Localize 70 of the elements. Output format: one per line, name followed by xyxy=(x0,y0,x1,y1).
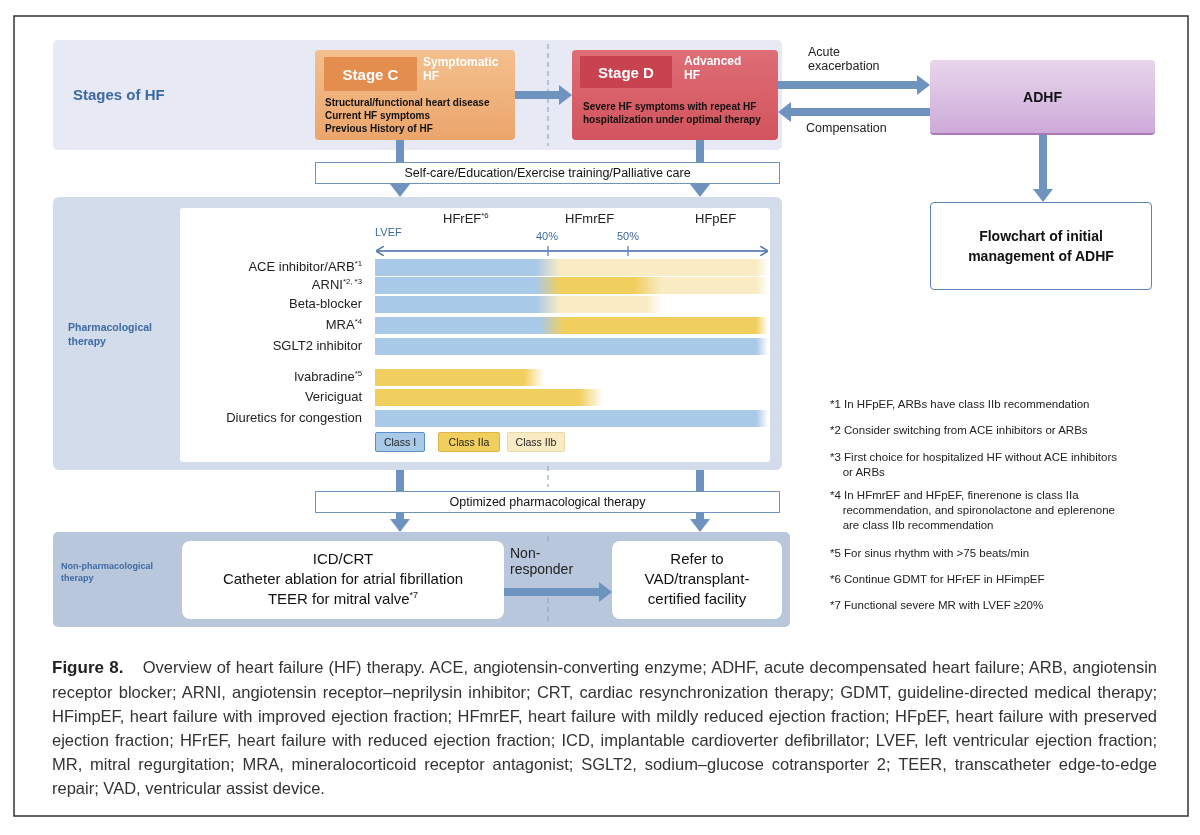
node-text: Refer to VAD/transplant-certified facility xyxy=(643,549,751,609)
drug-label: Diuretics for congestion xyxy=(226,410,362,425)
tick-label: 50% xyxy=(617,230,640,242)
band-heading: Pharmacological therapy xyxy=(68,321,154,349)
drug-label: MRA$^{*4}$ xyxy=(325,317,362,332)
arrow xyxy=(778,102,930,122)
arrow xyxy=(778,75,930,95)
stage-label: Stage C xyxy=(324,57,417,91)
footnote: *6 Continue GDMT for HFrEF in HFimpEF xyxy=(830,572,1046,587)
connector-line xyxy=(696,140,704,162)
edge-label: Compensation xyxy=(806,121,888,136)
therapy-band xyxy=(53,532,790,627)
node-text: Self-care/Education/Exercise training/Palliative care xyxy=(403,165,692,182)
drug-label: SGLT2 inhibitor xyxy=(272,338,362,353)
connector-line xyxy=(396,470,404,491)
stage-subtitle: Symptomatic HF xyxy=(423,55,500,84)
status-box xyxy=(930,60,1155,135)
figure-caption: Figure 8. Overview of heart failure (HF) therapy. ACE, angiotensin-converting enzyme; ADHF, acute decompensated heart failure; ARB, angiotensin receptor blocker; ARNI, angiotensin receptor–neprilysin inhibitor; CRT, cardiac resynchronization therapy; GDMT, guideline-directed medical therapy; HFimpEF, heart failure with improved ejection fraction; HFmrEF, heart failure with mildly reduced ejection fraction; HFpEF, heart failure with preserved ejection fraction; HFrEF, heart failure with reduced ejection fraction; ICD, implantable cardioverter defibrillator; LVEF, left ventricular ejection fraction; MR, mitral regurgitation; MRA, mineralocorticoid receptor antagonist; SGLT2, sodium–glucose cotransporter 2; TEER, transcatheter edge-to-edge repair; VAD, ventricular assist device. xyxy=(52,657,1157,799)
band-heading: Non-pharmacological therapy xyxy=(61,560,154,585)
arrow xyxy=(690,184,710,197)
arrow xyxy=(504,582,612,602)
node-text: Severe HF symptoms with repeat HF hospitalization under optimal therapy xyxy=(583,100,762,126)
arrow xyxy=(515,85,572,105)
node-text: Previous History of HF xyxy=(325,123,434,136)
arrow xyxy=(390,184,410,197)
arrow xyxy=(690,513,710,532)
drug-label: Vericiguat xyxy=(304,389,362,404)
node-text: Current HF symptoms xyxy=(325,110,431,123)
process-bar xyxy=(315,162,780,184)
stage-box xyxy=(315,50,515,140)
drug-label: Beta-blocker xyxy=(289,296,362,311)
footnote: *7 Functional severe MR with LVEF ≥20% xyxy=(830,598,1045,613)
arrow xyxy=(1033,135,1053,202)
tick-label: 40% xyxy=(536,230,559,242)
process-box xyxy=(930,202,1152,290)
axis-title: LVEF xyxy=(375,226,402,238)
stage-label: Stage D xyxy=(580,56,672,88)
arrow xyxy=(390,513,410,532)
edge-label: Non-responder xyxy=(510,545,572,578)
stage-band xyxy=(53,40,782,150)
footnote: *4 In HFmrEF and HFpEF, finerenone is class IIa recommendation, and spironolactone and eplerenone are class IIb recommendation xyxy=(830,488,1116,533)
footnote: *1 In HFpEF, ARBs have class IIb recommendation xyxy=(830,397,1091,412)
node-text: Flowchart of initial management of ADHF xyxy=(967,227,1115,266)
band-heading: Stages of HF xyxy=(73,86,166,103)
category-label: HFpEF xyxy=(695,211,737,226)
footnote: *2 Consider switching from ACE inhibitors or ARBs xyxy=(830,423,1089,438)
process-box xyxy=(182,541,504,619)
stage-box xyxy=(572,50,778,140)
node-text: Structural/functional heart disease xyxy=(325,97,491,110)
edge-label: Acute exacerbation xyxy=(808,45,881,74)
node-text: ADHF xyxy=(1022,88,1063,107)
footnote: *3 First choice for hospitalized HF without ACE inhibitors or ARBs xyxy=(830,450,1118,480)
stage-subtitle: Advanced HF xyxy=(684,54,743,83)
node-text: ICD/CRT xyxy=(311,549,375,569)
connector-line xyxy=(396,140,404,162)
legend-key: Class IIa xyxy=(438,432,500,452)
drug-label: ACE inhibitor/ARB$^{*1}$ xyxy=(248,259,362,274)
footnote: *5 For sinus rhythm with >75 beats/min xyxy=(830,546,1031,561)
node-text: Optimized pharmacological therapy xyxy=(448,494,647,511)
legend-key: Class IIb xyxy=(507,432,565,452)
process-box xyxy=(612,541,782,619)
node-text: Catheter ablation for atrial fibrillation xyxy=(221,569,465,589)
legend-key: Class I xyxy=(375,432,425,452)
connector-line xyxy=(696,470,704,491)
process-bar xyxy=(315,491,780,513)
node-text: TEER for mitral valve$^{*7}$ xyxy=(266,589,420,609)
drug-label: ARNI$^{*2, *3}$ xyxy=(311,277,362,292)
category-label: HFrEF$^{*6}$ xyxy=(443,211,489,226)
category-label: HFmrEF xyxy=(565,211,615,226)
drug-label: Ivabradine$^{*5}$ xyxy=(293,369,362,384)
